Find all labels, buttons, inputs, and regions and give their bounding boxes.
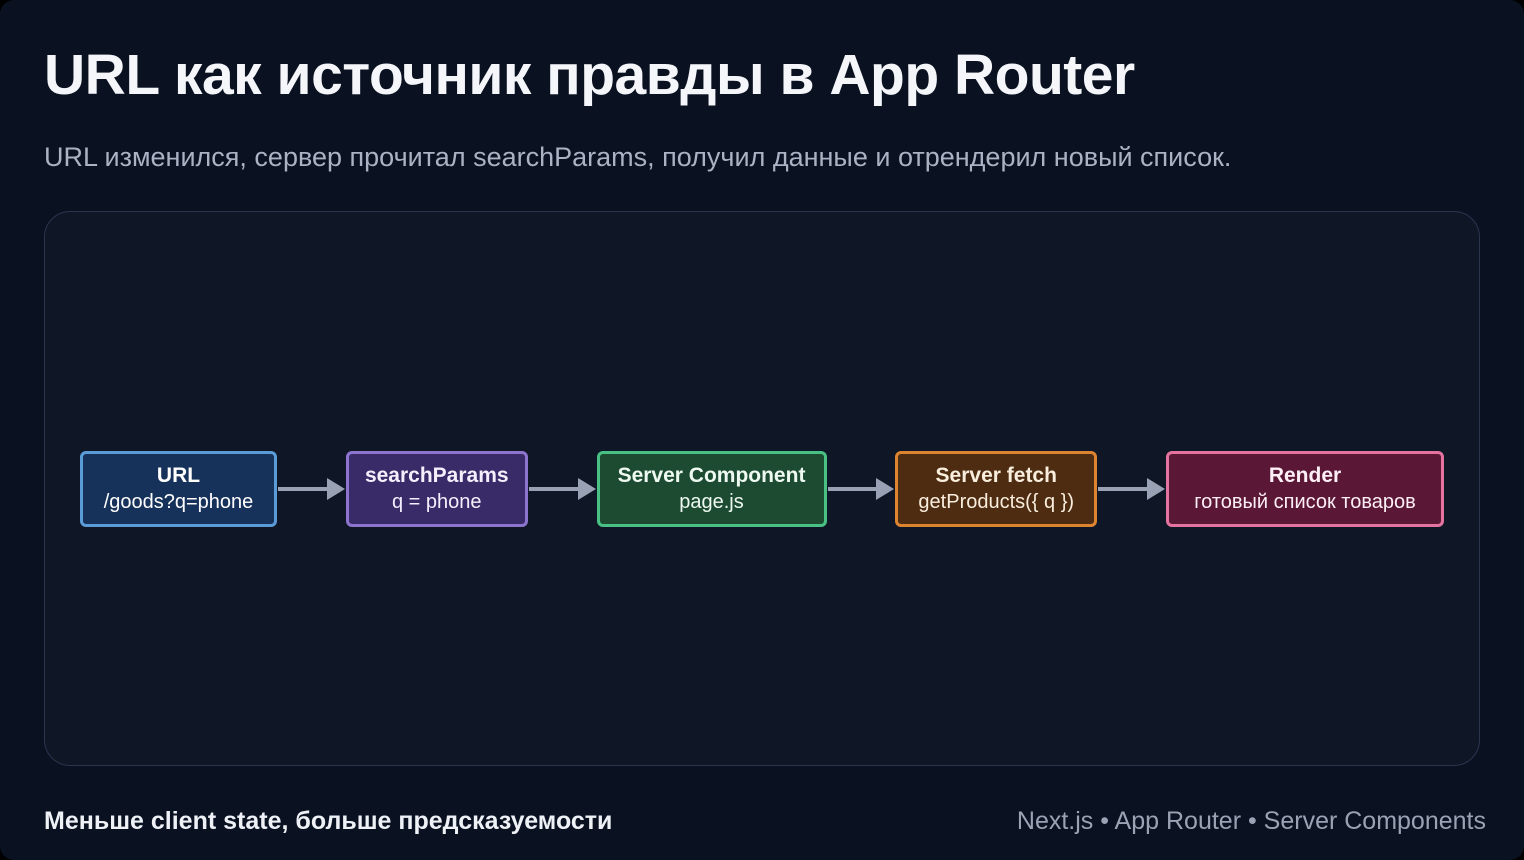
flow-node-title: Server Component bbox=[617, 463, 806, 487]
arrow-icon bbox=[528, 477, 596, 500]
flow-node-url: URL /goods?q=phone bbox=[80, 450, 277, 527]
flow-node-subtitle: q = phone bbox=[391, 491, 482, 514]
flow-node-server-component: Server Component page.js bbox=[596, 450, 827, 527]
footer-takeaway: Меньше client state, больше предсказуемо… bbox=[44, 807, 613, 835]
flow-node-title: searchParams bbox=[364, 463, 509, 487]
footer-tech-stack: Next.js • App Router • Server Components bbox=[1016, 807, 1486, 835]
flow-node-subtitle: getProducts({ q }) bbox=[918, 491, 1075, 514]
flow-diagram: URL /goods?q=phone searchParams q = phon… bbox=[45, 450, 1479, 527]
flow-node-server-fetch: Server fetch getProducts({ q }) bbox=[895, 450, 1098, 527]
flow-node-title: URL bbox=[156, 463, 201, 487]
flow-node-subtitle: /goods?q=phone bbox=[103, 491, 254, 514]
flow-node-search-params: searchParams q = phone bbox=[345, 450, 528, 527]
page-title: URL как источник правды в App Router bbox=[44, 43, 1135, 107]
arrow-icon bbox=[278, 477, 345, 500]
flow-node-title: Render bbox=[1268, 463, 1342, 487]
flow-node-title: Server fetch bbox=[935, 463, 1057, 487]
flow-node-subtitle: page.js bbox=[679, 491, 744, 514]
flow-node-render: Render готовый список товаров bbox=[1166, 450, 1444, 527]
arrow-icon bbox=[1098, 477, 1165, 500]
flow-node-subtitle: готовый список товаров bbox=[1194, 491, 1416, 514]
footer: Меньше client state, больше предсказуемо… bbox=[44, 807, 1486, 836]
arrow-icon bbox=[827, 477, 895, 500]
diagram-panel: URL /goods?q=phone searchParams q = phon… bbox=[44, 211, 1480, 766]
page-subtitle: URL изменился, сервер прочитал searchPar… bbox=[44, 142, 1232, 172]
